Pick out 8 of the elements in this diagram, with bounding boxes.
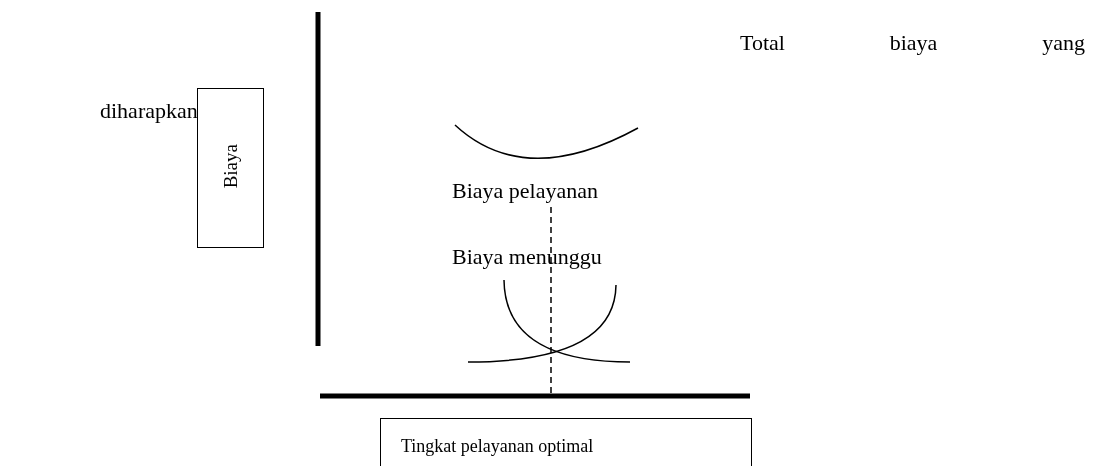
curve-label: Biaya menunggu [452, 244, 602, 270]
chart-annotation: Total biaya yang [740, 30, 1085, 56]
axis-title: Tingkat pelayanan optimal [401, 435, 594, 458]
curve-label: Biaya pelayanan [452, 178, 598, 204]
chart-annotation: diharapkan [100, 98, 198, 124]
axis-title: Biaya [219, 144, 242, 189]
axis-title-box [380, 418, 752, 466]
axis-title-box [197, 88, 264, 248]
